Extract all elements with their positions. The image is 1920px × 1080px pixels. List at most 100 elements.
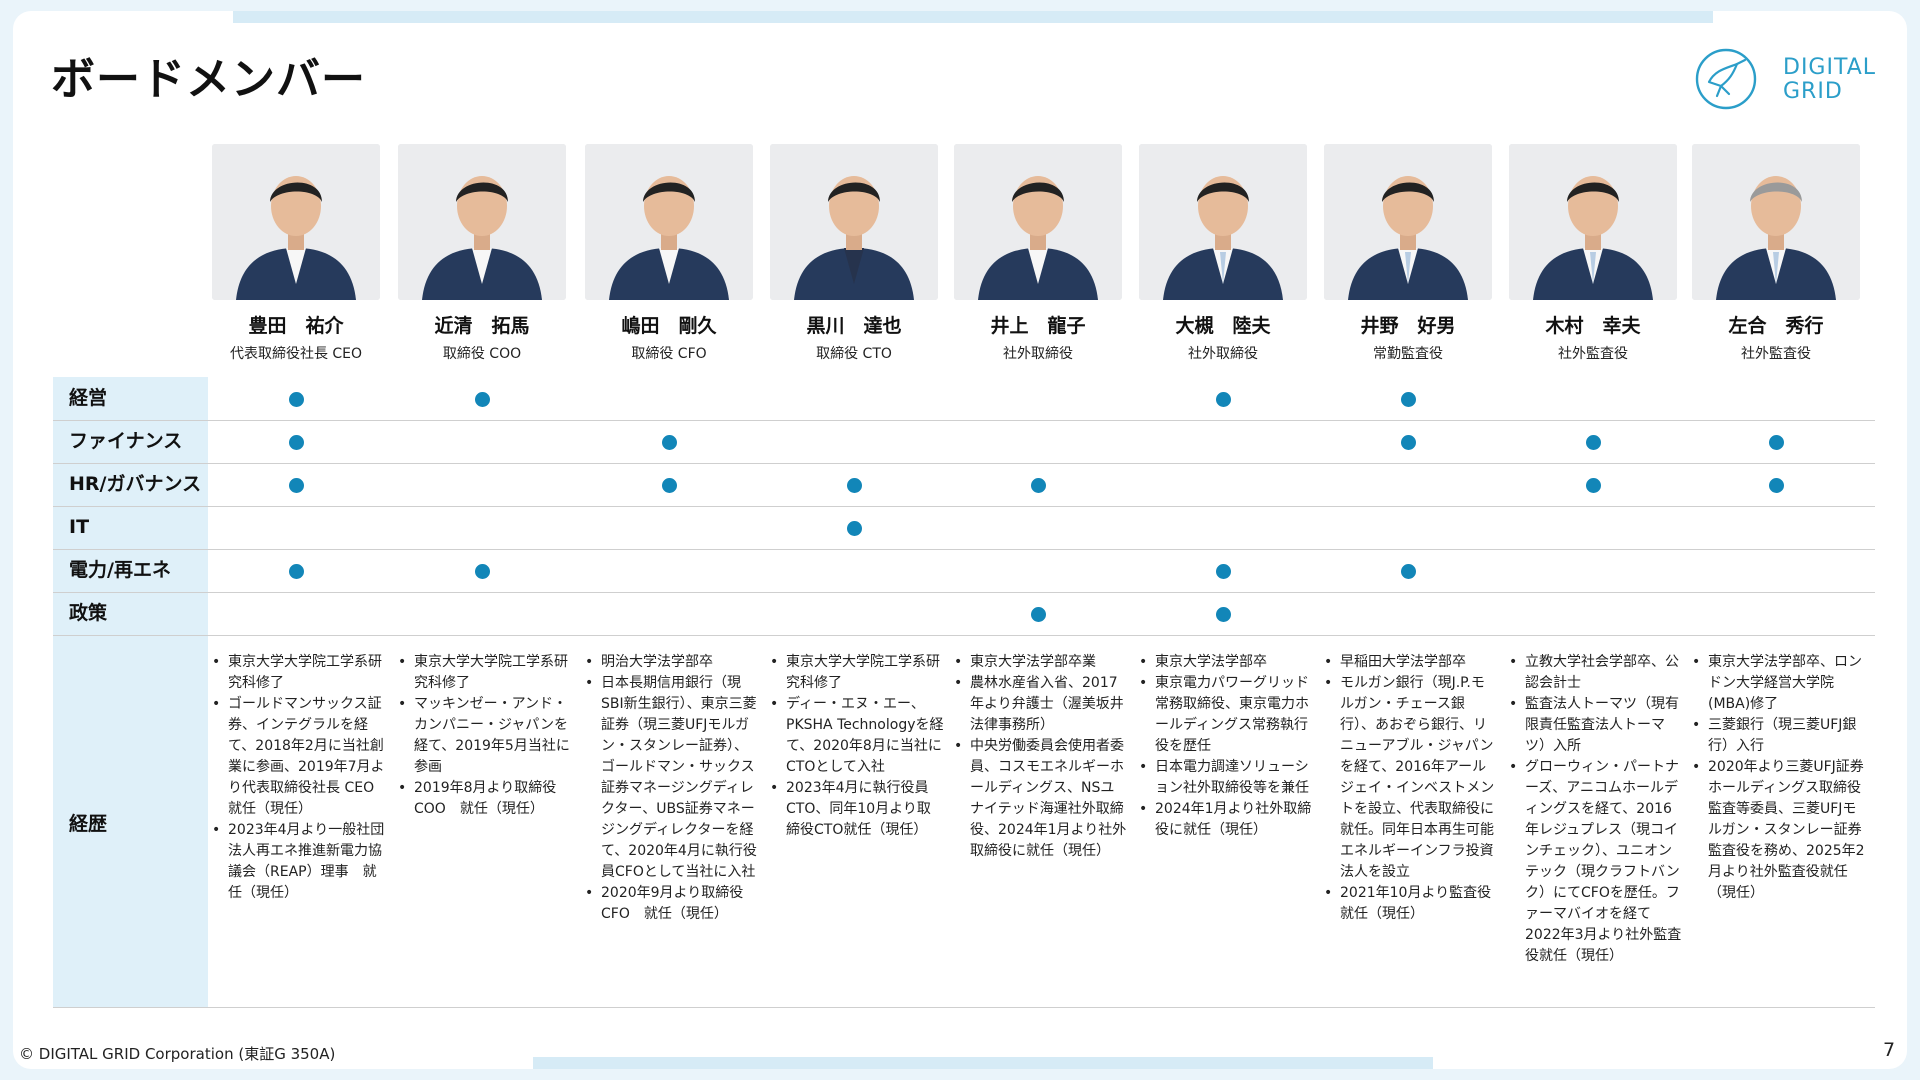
member-photo: [1509, 144, 1677, 300]
skill-dot: [1401, 391, 1416, 407]
page-title: ボードメンバー: [51, 54, 366, 105]
member-name: 大槻 陸夫: [1175, 315, 1271, 337]
career-item: 東京大学法学部卒業: [952, 652, 1128, 673]
top-decoration: [233, 11, 1713, 23]
member-photo: [212, 144, 380, 300]
career-list: 東京大学大学院工学系研究科修了マッキンゼー・アンド・カンパニー・ジャパンを経て、…: [396, 652, 572, 820]
career-item: ディー・エヌ・エー、PKSHA Technologyを経て、2020年8月に当社…: [768, 694, 944, 778]
skill-dot: [1769, 434, 1784, 450]
skill-dot: [1216, 606, 1231, 622]
row-divider: [53, 635, 1875, 636]
career-item: 東京大学大学院工学系研究科修了: [396, 652, 572, 694]
skill-dot: [1769, 477, 1784, 493]
career-item: 立教大学社会学部卒、公認会計士: [1507, 652, 1683, 694]
category-label: ファイナンス: [69, 430, 183, 452]
copyright-footer: © DIGITAL GRID Corporation (東証G 350A): [19, 1045, 336, 1063]
person-silhouette-icon: [1324, 144, 1492, 300]
member-role: 取締役 CFO: [631, 346, 707, 362]
skill-dot: [1216, 563, 1231, 579]
skill-dot: [1586, 477, 1601, 493]
member-photo: [770, 144, 938, 300]
row-divider: [53, 463, 1875, 464]
skill-dot: [1401, 434, 1416, 450]
career-item: 日本長期信用銀行（現SBI新生銀行）、東京三菱証券（現三菱UFJモルガン・スタン…: [583, 673, 759, 883]
career-list: 東京大学大学院工学系研究科修了ゴールドマンサックス証券、インテグラルを経て、20…: [210, 652, 388, 904]
career-item: 農林水産省入省、2017年より弁護士（渥美坂井法律事務所）: [952, 673, 1128, 736]
member-role: 常勤監査役: [1373, 346, 1443, 362]
skill-dot: [662, 477, 677, 493]
row-divider: [53, 592, 1875, 593]
member-photo: [1324, 144, 1492, 300]
career-list: 東京大学法学部卒、ロンドン大学経営大学院(MBA)修了三菱銀行（現三菱UFJ銀行…: [1690, 652, 1866, 904]
skill-dot: [847, 520, 862, 536]
member-role: 取締役 COO: [442, 346, 522, 362]
member-name: 木村 幸夫: [1545, 315, 1641, 337]
row-divider: [53, 420, 1875, 421]
category-label: IT: [69, 516, 90, 538]
category-label: 政策: [69, 602, 108, 624]
career-item: 東京大学大学院工学系研究科修了: [210, 652, 386, 694]
member-name: 黒川 達也: [806, 315, 902, 337]
career-list: 東京大学大学院工学系研究科修了ディー・エヌ・エー、PKSHA Technolog…: [768, 652, 944, 841]
row-divider: [53, 549, 1875, 550]
career-item: 2023年4月より一般社団法人再エネ推進新電力協議会（REAP）理事 就任（現任…: [210, 820, 386, 904]
career-item: 東京電力パワーグリッド常務取締役、東京電力ホールディングス常務執行役を歴任: [1137, 673, 1313, 757]
member-name: 近清 拓馬: [434, 315, 530, 337]
skill-dot: [662, 434, 677, 450]
category-column: [53, 377, 208, 1007]
skill-dot: [475, 391, 490, 407]
member-role: 社外取締役: [1003, 346, 1073, 362]
member-role: 社外取締役: [1188, 346, 1258, 362]
skill-dot: [1031, 606, 1046, 622]
member-photo: [585, 144, 753, 300]
bottom-decoration: [533, 1057, 1433, 1069]
career-item: 東京大学大学院工学系研究科修了: [768, 652, 944, 694]
hummingbird-logo-icon: [1695, 48, 1757, 110]
career-item: モルガン銀行（現J.P.モルガン・チェース銀行）、あおぞら銀行、リニューアブル・…: [1322, 673, 1498, 883]
logo-text: DIGITAL GRID: [1783, 55, 1877, 104]
member-photo: [954, 144, 1122, 300]
career-item: 2020年より三菱UFJ証券ホールディングス取締役監査等委員、三菱UFJモルガン…: [1690, 757, 1866, 904]
person-silhouette-icon: [1509, 144, 1677, 300]
career-list: 立教大学社会学部卒、公認会計士監査法人トーマツ（現有限責任監査法人トーマツ）入所…: [1507, 652, 1683, 967]
career-item: 2019年8月より取締役COO 就任（現任）: [396, 778, 572, 820]
career-item: 2020年9月より取締役CFO 就任（現任）: [583, 883, 759, 925]
member-name: 嶋田 剛久: [621, 315, 717, 337]
skill-dot: [847, 477, 862, 493]
career-item: マッキンゼー・アンド・カンパニー・ジャパンを経て、2019年5月当社に参画: [396, 694, 572, 778]
career-list: 早稲田大学法学部卒モルガン銀行（現J.P.モルガン・チェース銀行）、あおぞら銀行…: [1322, 652, 1498, 925]
page-number: 7: [1883, 1039, 1896, 1061]
skill-dot: [289, 391, 304, 407]
career-item: 東京大学法学部卒: [1137, 652, 1313, 673]
category-label: HR/ガバナンス: [69, 473, 202, 495]
person-silhouette-icon: [1139, 144, 1307, 300]
career-list: 東京大学法学部卒東京電力パワーグリッド常務取締役、東京電力ホールディングス常務執…: [1137, 652, 1313, 841]
member-photo: [398, 144, 566, 300]
member-role: 社外監査役: [1558, 346, 1628, 362]
career-item: 監査法人トーマツ（現有限責任監査法人トーマツ）入所: [1507, 694, 1683, 757]
career-item: 早稲田大学法学部卒: [1322, 652, 1498, 673]
skill-dot: [289, 563, 304, 579]
career-item: 三菱銀行（現三菱UFJ銀行）入行: [1690, 715, 1866, 757]
slide: ボードメンバー DIGITAL GRID 経歴 © DIGITAL GRID C…: [13, 11, 1907, 1069]
member-name: 左合 秀行: [1728, 315, 1824, 337]
career-item: 2021年10月より監査役就任（現任）: [1322, 883, 1498, 925]
category-label: 電力/再エネ: [69, 559, 171, 581]
skill-dot: [1216, 391, 1231, 407]
career-item: 明治大学法学部卒: [583, 652, 759, 673]
member-name: 豊田 祐介: [248, 315, 344, 337]
skill-dot: [475, 563, 490, 579]
person-silhouette-icon: [1692, 144, 1860, 300]
skill-dot: [1401, 563, 1416, 579]
member-photo: [1139, 144, 1307, 300]
skill-dot: [289, 477, 304, 493]
career-item: ゴールドマンサックス証券、インテグラルを経て、2018年2月に当社創業に参画、2…: [210, 694, 388, 820]
career-item: 東京大学法学部卒、ロンドン大学経営大学院(MBA)修了: [1690, 652, 1866, 715]
career-item: 日本電力調達ソリューション社外取締役等を兼任: [1137, 757, 1313, 799]
career-item: 中央労働委員会使用者委員、コスモエネルギーホールディングス、NSユナイテッド海運…: [952, 736, 1128, 862]
member-name: 井上 龍子: [990, 315, 1086, 337]
person-silhouette-icon: [954, 144, 1122, 300]
career-item: グローウィン・パートナーズ、アニコムホールディングスを経て、2016年レジュプレ…: [1507, 757, 1683, 967]
person-silhouette-icon: [770, 144, 938, 300]
skill-dot: [289, 434, 304, 450]
